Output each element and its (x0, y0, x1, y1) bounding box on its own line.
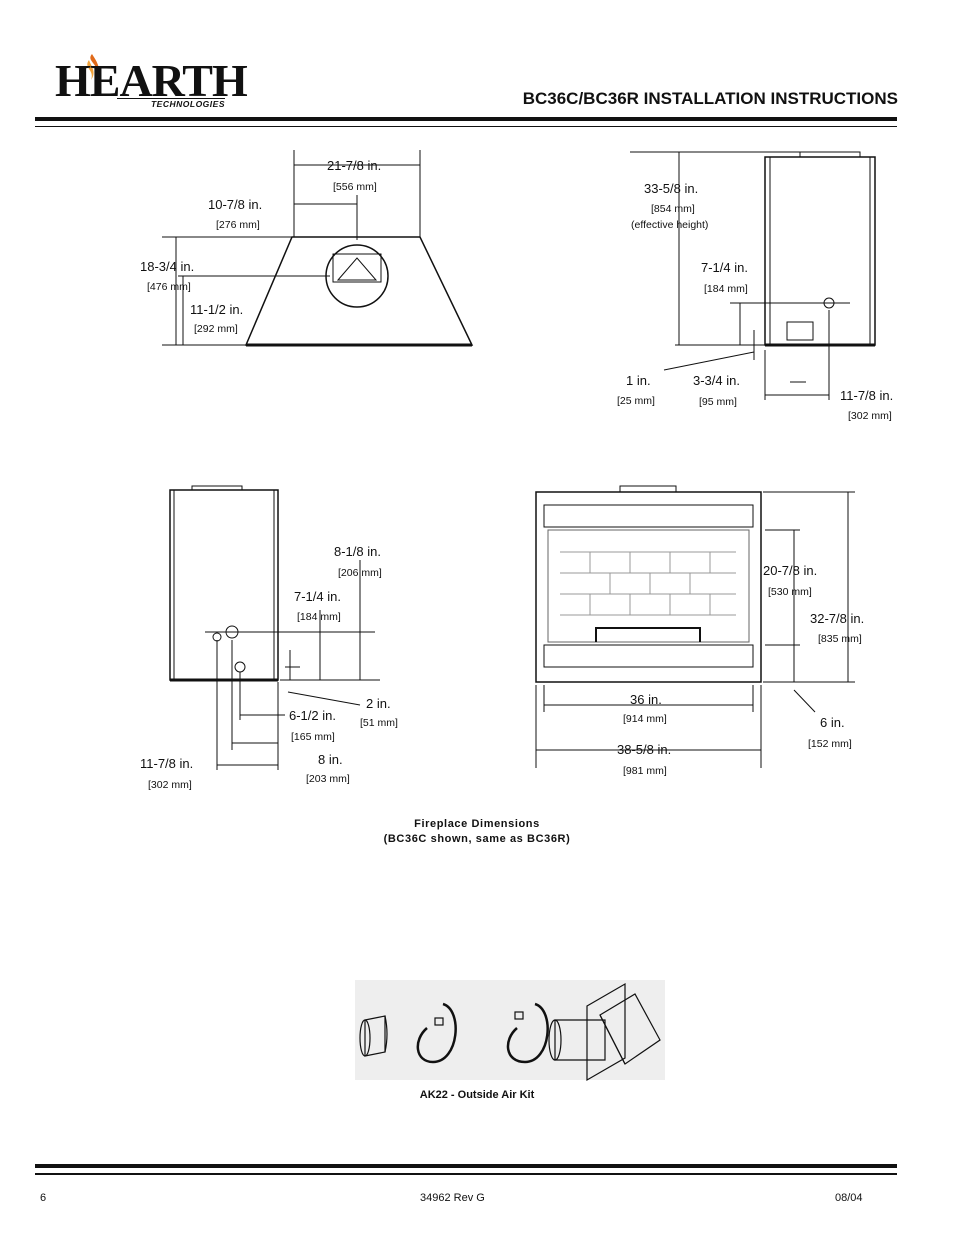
outside-air-kit-drawing (355, 980, 665, 1082)
rs-gas-offset-mm: [95 mm] (699, 396, 737, 408)
ls-w2: 8 in. (318, 752, 343, 767)
top-depth: 18-3/4 in. (140, 259, 194, 274)
rs-bottom-mm: [25 mm] (617, 395, 655, 407)
figure-caption-title: Fireplace Dimensions (414, 818, 540, 830)
left-side-drawing (169, 485, 380, 770)
rs-gas-mm: [184 mm] (704, 283, 748, 295)
fv-opening-h: 20-7/8 in. (763, 563, 817, 578)
figure-caption-air-kit: AK22 - Outside Air Kit (419, 1089, 535, 1101)
ls-h1: 8-1/8 in. (334, 544, 381, 559)
right-side-drawing (630, 151, 876, 400)
header-rule (35, 117, 897, 121)
fv-width: 38-5/8 in. (617, 742, 671, 757)
rs-height-mm: [854 mm] (651, 203, 695, 215)
rs-gas: 7-1/4 in. (701, 260, 748, 275)
page-title: BC36C/BC36R INSTALLATION INSTRUCTIONS (522, 89, 898, 108)
fv-opening-h-mm: [530 mm] (768, 586, 812, 598)
logo-wordmark: HEARTH (55, 55, 248, 106)
ls-depth: 11-7/8 in. (140, 756, 193, 771)
footer-rule (35, 1164, 897, 1168)
figure-caption-subtitle: (BC36C shown, same as BC36R) (383, 833, 571, 845)
ls-depth-mm: [302 mm] (148, 779, 192, 791)
rs-height-note: (effective height) (631, 219, 708, 231)
ls-h1-mm: [206 mm] (338, 567, 382, 579)
ls-h2: 7-1/4 in. (294, 589, 341, 604)
fv-opening-w: 36 in. (630, 692, 662, 707)
page-number: 6 (40, 1192, 47, 1204)
fv-height-mm: [835 mm] (818, 633, 862, 645)
front-view-labels: 20-7/8 in. [530 mm] 32-7/8 in. [835 mm] … (617, 563, 864, 777)
fv-base-mm: [152 mm] (808, 738, 852, 750)
rs-gas-offset: 3-3/4 in. (693, 373, 740, 388)
ls-w1-mm: [165 mm] (291, 731, 335, 743)
top-width-mm: [556 mm] (333, 181, 377, 193)
top-center: 10-7/8 in. (208, 197, 262, 212)
flame-icon (87, 54, 99, 80)
top-depth-mm: [476 mm] (147, 281, 191, 293)
logo-subtitle: TECHNOLOGIES (117, 98, 225, 109)
top-center-mm: [276 mm] (216, 219, 260, 231)
ls-h3-mm: [51 mm] (360, 717, 398, 729)
top-flue: 11-1/2 in. (190, 302, 243, 317)
top-width: 21-7/8 in. (327, 158, 381, 173)
front-view-drawing (535, 485, 855, 768)
ls-w1: 6-1/2 in. (289, 708, 336, 723)
fv-width-mm: [981 mm] (623, 765, 667, 777)
fv-base: 6 in. (820, 715, 845, 730)
fv-opening-w-mm: [914 mm] (623, 713, 667, 725)
ls-h3: 2 in. (366, 696, 391, 711)
doc-number: 34962 Rev G (420, 1192, 485, 1204)
right-side-labels: 33-5/8 in. [854 mm] (effective height) 7… (617, 181, 893, 422)
rs-depth-mm: [302 mm] (848, 410, 892, 422)
rs-depth: 11-7/8 in. (840, 388, 893, 403)
left-side-labels: 8-1/8 in. [206 mm] 7-1/4 in. [184 mm] 2 … (140, 544, 398, 791)
doc-date: 08/04 (835, 1192, 863, 1204)
fv-height: 32-7/8 in. (810, 611, 864, 626)
top-view-labels: 21-7/8 in. [556 mm] 10-7/8 in. [276 mm] … (140, 158, 381, 335)
hearth-logo: HEARTH TECHNOLOGIES (55, 54, 248, 110)
ls-w2-mm: [203 mm] (306, 773, 350, 785)
top-view-drawing (162, 150, 474, 347)
fireplace-dimension-drawings: 21-7/8 in. [556 mm] 10-7/8 in. [276 mm] … (140, 150, 893, 791)
ls-h2-mm: [184 mm] (297, 611, 341, 623)
top-flue-mm: [292 mm] (194, 323, 238, 335)
rs-bottom: 1 in. (626, 373, 651, 388)
footer-rule-thin (35, 1173, 897, 1175)
header-rule-thin (35, 126, 897, 127)
rs-height: 33-5/8 in. (644, 181, 698, 196)
